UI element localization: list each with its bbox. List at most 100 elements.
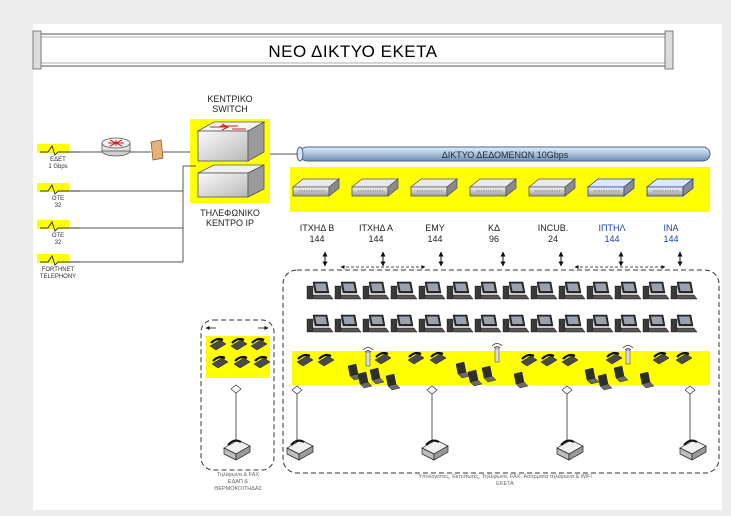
- line-bolt-icon: [40, 254, 80, 266]
- ip-phone-icon: [605, 351, 623, 365]
- switch-name: ΚΔ: [488, 223, 500, 233]
- phones-boundary: [200, 319, 275, 471]
- ip-phone-icon: [561, 353, 579, 367]
- workstation-icon: [474, 281, 502, 300]
- workstation-icon: [474, 314, 502, 333]
- fax-row: [223, 393, 707, 461]
- switch-ports: 24: [548, 234, 558, 244]
- wall-jack-icon: [684, 385, 696, 395]
- switch-ports: 144: [663, 234, 678, 244]
- switch-ports: 96: [489, 234, 499, 244]
- workstation-icon: [558, 314, 586, 333]
- laptop-icon: [613, 365, 629, 383]
- line-bolt-icon: [40, 220, 80, 232]
- workstation-icon: [530, 281, 558, 300]
- phones-group: [205, 326, 271, 394]
- ip-phone-icon: [230, 337, 248, 351]
- switch-name: ΙΤΧΗΔ Α: [359, 223, 393, 233]
- laptop-icon: [639, 371, 655, 389]
- workstation-icon: [390, 281, 418, 300]
- router-icon: [101, 137, 131, 157]
- ip-phone-icon: [429, 351, 447, 365]
- workstation-icon: [446, 281, 474, 300]
- ip-phone-icon: [374, 351, 392, 365]
- switch-ports: 144: [309, 234, 324, 244]
- ip-phone-icon: [250, 337, 268, 351]
- workstation-icon: [390, 314, 418, 333]
- ip-phone-icon: [540, 353, 558, 367]
- backbone-label: ΔΙΚΤΥΟ ΔΕΔΟΜΕΝΩΝ 10Gbps: [442, 150, 569, 160]
- firewall-icon: [150, 139, 164, 161]
- workstation-icon: [334, 314, 362, 333]
- endpoint-phone-row: [291, 343, 696, 395]
- wifi-access-point-icon: [622, 345, 634, 365]
- workstation-grid: [306, 281, 698, 333]
- ip-pbx-icon: [197, 164, 265, 198]
- central-switch-icon: [196, 121, 266, 162]
- laptop-icon: [513, 371, 529, 389]
- backbone-pipe: ΔΙΚΤΥΟ ΔΕΔΟΜΕΝΩΝ 10Gbps: [296, 146, 711, 162]
- ip-phone-icon: [675, 351, 693, 365]
- laptop-icon: [357, 371, 373, 389]
- line-bolt-icon: [40, 144, 80, 156]
- ip-phone-icon: [211, 355, 229, 369]
- line-bolt-icon: [40, 183, 80, 195]
- ip-phone-icon: [233, 355, 251, 369]
- switch-name: INCUB.: [538, 223, 569, 233]
- uplink-arrows: [322, 251, 683, 269]
- workstation-icon: [418, 314, 446, 333]
- page-title: ΝΕΟ ΔΙΚΤΥΟ ΕΚΕΤΑ: [268, 42, 437, 61]
- workstation-icon: [418, 281, 446, 300]
- wifi-access-point-icon: [362, 347, 374, 367]
- workstation-icon: [586, 314, 614, 333]
- workstation-icon: [502, 281, 530, 300]
- fax-icon: [421, 439, 449, 461]
- laptop-icon: [597, 373, 613, 391]
- workstation-icon: [586, 281, 614, 300]
- wall-jack-icon: [230, 384, 242, 394]
- workstation-icon: [530, 314, 558, 333]
- workstation-icon: [558, 281, 586, 300]
- laptop-icon: [369, 367, 385, 385]
- ip-phone-icon: [253, 355, 271, 369]
- workstation-icon: [670, 281, 698, 300]
- switch-name: ΙΝΑ: [663, 223, 678, 233]
- switch-ports: 144: [604, 234, 619, 244]
- wall-jack-icon: [561, 385, 573, 395]
- ip-phone-icon: [317, 353, 335, 367]
- workstation-icon: [446, 314, 474, 333]
- laptop-icon: [584, 367, 600, 385]
- workstation-icon: [362, 314, 390, 333]
- workstation-icon: [670, 314, 698, 333]
- ip-phone-icon: [652, 351, 670, 365]
- workstation-icon: [502, 314, 530, 333]
- fax-icon: [556, 439, 584, 461]
- laptop-icon: [467, 369, 483, 387]
- workstation-icon: [614, 281, 642, 300]
- workstation-icon: [306, 314, 334, 333]
- wall-jack-icon: [291, 385, 303, 395]
- workstation-icon: [642, 281, 670, 300]
- title-banner: ΝΕΟ ΔΙΚΤΥΟ ΕΚΕΤΑ: [32, 30, 674, 70]
- switch-ports: 144: [368, 234, 383, 244]
- fax-icon: [223, 439, 251, 461]
- workstation-icon: [306, 281, 334, 300]
- workstation-icon: [362, 281, 390, 300]
